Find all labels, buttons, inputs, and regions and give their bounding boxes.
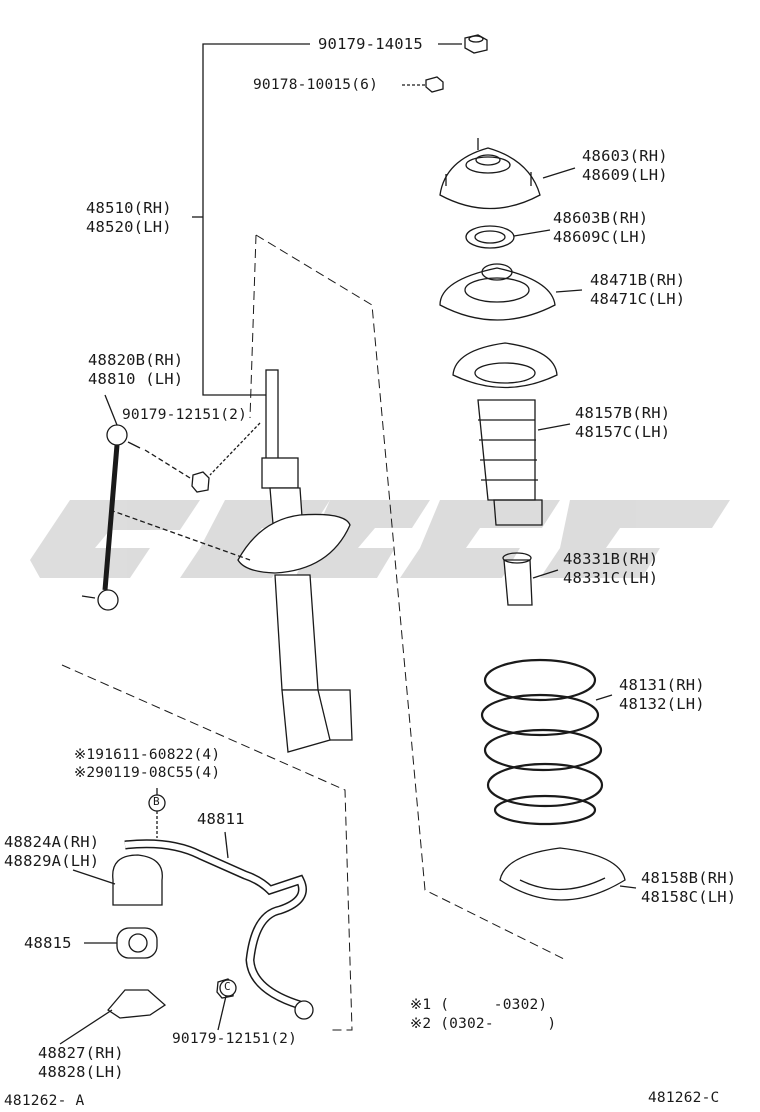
label-bearing-rh: 48603B(RH) (553, 209, 649, 227)
figure-id-right: 481262-C (648, 1090, 720, 1106)
bump-stopper (502, 552, 533, 606)
label-upper-seat-lh: 48471C(LH) (590, 290, 686, 308)
bar-bushing (116, 927, 158, 959)
label-bracket-rh: 48824A(RH) (4, 833, 100, 851)
lower-insulator (499, 847, 626, 901)
shock-absorber (237, 369, 353, 753)
label-bar-nut: 90179-12151(2) (172, 1031, 298, 1047)
label-boot-rh: 48157B(RH) (575, 404, 671, 422)
label-clamp-lh: 48828(LH) (38, 1063, 124, 1081)
label-support-lh: 48609(LH) (582, 166, 668, 184)
upper-spring-seat (439, 263, 556, 321)
label-strut: 48510(RH) 48520(LH) (86, 199, 172, 237)
label-spring-rh: 48131(RH) (619, 676, 705, 694)
label-support: 48603(RH) 48609(LH) (582, 147, 668, 185)
top-nut (464, 34, 488, 54)
dust-boot (452, 342, 558, 526)
small-nut (425, 76, 444, 93)
label-ref-b: B (153, 795, 160, 808)
end-bushing (294, 1000, 314, 1020)
label-top-nut-small: 90178-10015(6) (253, 77, 379, 93)
label-bolt-note-2: ※290119-08C55(4) (74, 765, 221, 781)
label-stabilizer-bar: 48811 (197, 810, 245, 828)
leader-strut (202, 43, 310, 396)
label-link-rh: 48820B(RH) (88, 351, 184, 369)
label-strut-rh: 48510(RH) (86, 199, 172, 217)
label-boot: 48157B(RH) 48157C(LH) (575, 404, 670, 442)
stabilizer-link (81, 424, 141, 611)
label-boot-lh: 48157C(LH) (575, 423, 671, 441)
assembly-outline (255, 234, 567, 961)
label-lower-insulator-rh: 48158B(RH) (641, 869, 737, 887)
bar-clamp (107, 989, 167, 1019)
label-link: 48820B(RH) 48810 (LH) (88, 351, 183, 389)
label-note-1: ※1 ( -0302) (410, 997, 548, 1013)
label-note-2: ※2 (0302- ) (410, 1016, 557, 1032)
label-upper-seat-rh: 48471B(RH) (590, 271, 686, 289)
label-bumper-lh: 48331C(LH) (563, 569, 659, 587)
label-bracket-lh: 48829A(LH) (4, 852, 100, 870)
label-lower-insulator-lh: 48158C(LH) (641, 888, 737, 906)
label-spring-lh: 48132(LH) (619, 695, 705, 713)
label-bushing: 48815 (24, 934, 72, 952)
figure-id-left: 481262- A (4, 1093, 85, 1109)
label-bolt-notes: ※191611-60822(4) ※290119-08C55(4) (74, 746, 220, 782)
label-bumper-rh: 48331B(RH) (563, 550, 659, 568)
label-bearing: 48603B(RH) 48609C(LH) (553, 209, 648, 247)
label-link-lh: 48810 (LH) (88, 370, 184, 388)
coil-spring (480, 658, 604, 826)
link-nut (191, 471, 210, 493)
label-clamp: 48827(RH) 48828(LH) (38, 1044, 124, 1082)
label-spring: 48131(RH) 48132(LH) (619, 676, 705, 714)
label-bearing-lh: 48609C(LH) (553, 228, 649, 246)
upper-support (439, 138, 541, 210)
label-support-rh: 48603(RH) (582, 147, 668, 165)
ref-c-circle (219, 979, 237, 997)
label-strut-lh: 48520(LH) (86, 218, 172, 236)
label-top-nut: 90179-14015 (318, 35, 423, 53)
label-lower-insulator: 48158B(RH) 48158C(LH) (641, 869, 736, 907)
bearing (465, 225, 515, 249)
label-clamp-rh: 48827(RH) (38, 1044, 124, 1062)
label-bracket: 48824A(RH) 48829A(LH) (4, 833, 99, 871)
label-link-nut: 90179-12151(2) (122, 407, 248, 423)
bar-bracket (112, 854, 163, 906)
label-upper-seat: 48471B(RH) 48471C(LH) (590, 271, 685, 309)
label-bumper: 48331B(RH) 48331C(LH) (563, 550, 658, 588)
label-ref-c: C (224, 980, 231, 993)
label-bolt-note-1: ※191611-60822(4) (74, 747, 221, 763)
